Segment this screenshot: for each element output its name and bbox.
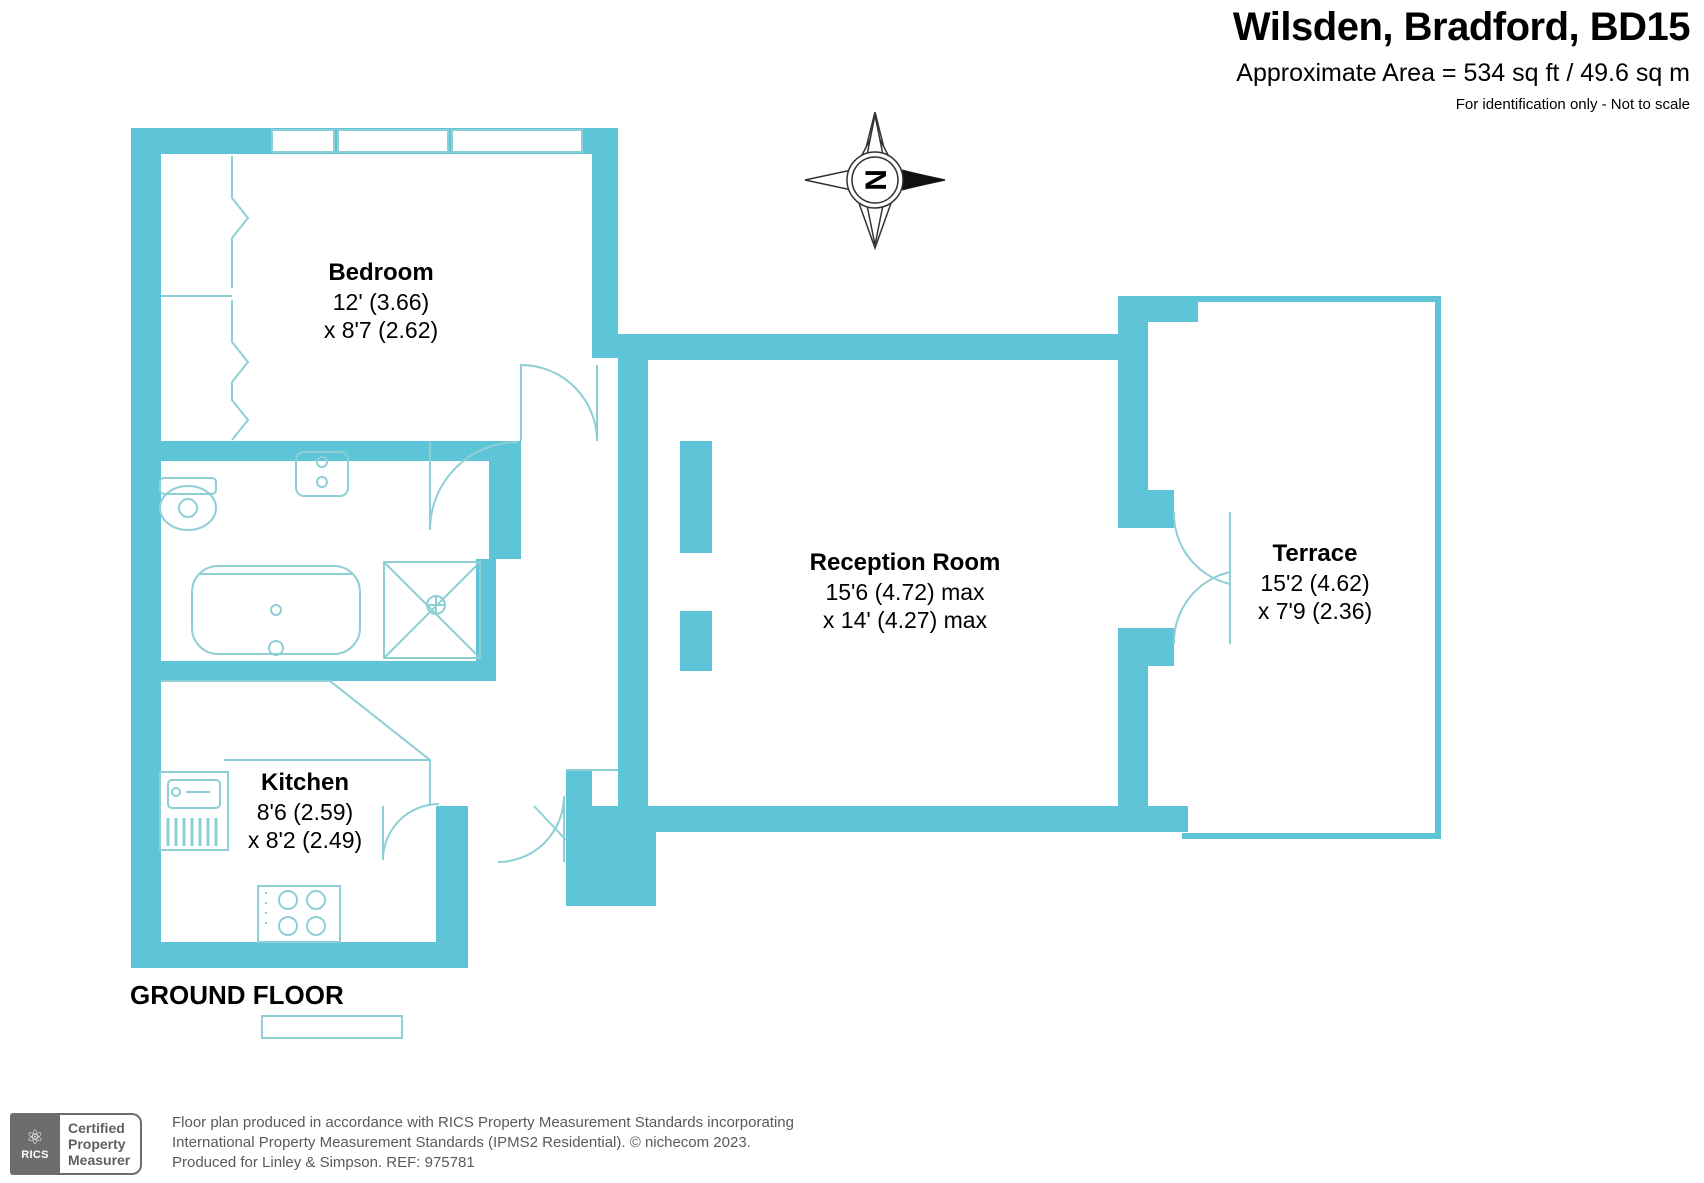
interior-lines <box>161 295 618 806</box>
room-dimension-2: x 7'9 (2.36) <box>1257 598 1373 624</box>
room-dimension-1: 15'2 (4.62) <box>1260 570 1370 596</box>
room-name: Reception Room <box>809 549 1001 576</box>
page-title: Wilsden, Bradford, BD15 <box>1232 5 1691 49</box>
room-label-kitchen: Kitchen 8'6 (2.59) x 8'2 (2.49) <box>180 768 430 854</box>
badge-line-1: Certified <box>68 1120 125 1136</box>
bathroom-fixtures <box>159 451 481 659</box>
compass-rose: N <box>804 111 946 251</box>
room-dimension-2: x 8'2 (2.49) <box>247 827 363 853</box>
rics-lion-glyph: ⚛ <box>26 1126 44 1149</box>
room-dimension-1: 8'6 (2.59) <box>256 799 354 825</box>
disclaimer-line-2: International Property Measurement Stand… <box>172 1134 751 1151</box>
footer: ⚛ RICS Certified Property Measurer Floor… <box>0 1103 1704 1183</box>
header: Wilsden, Bradford, BD15 Approximate Area… <box>1232 0 1691 116</box>
badge-line-3: Measurer <box>68 1152 131 1168</box>
disclaimer-text: Floor plan produced in accordance with R… <box>172 1113 794 1173</box>
room-name: Bedroom <box>328 259 434 286</box>
badge-line-2: Property <box>68 1136 126 1152</box>
wardrobe-doors-icon <box>231 156 250 441</box>
room-label-reception-room: Reception Room 15'6 (4.72) max x 14' (4.… <box>760 548 1050 634</box>
approximate-area: Approximate Area = 534 sq ft / 49.6 sq m <box>1236 59 1690 87</box>
floor-caption: GROUND FLOOR <box>130 980 344 1010</box>
room-dimension-2: x 8'7 (2.62) <box>323 317 439 343</box>
scale-notice: For identification only - Not to scale <box>1455 96 1690 113</box>
rics-badge-text: Certified Property Measurer <box>60 1113 143 1175</box>
room-dimension-1: 15'6 (4.72) max <box>825 579 985 605</box>
disclaimer-line-3: Produced for Linley & Simpson. REF: 9757… <box>172 1154 475 1171</box>
terrace-outline <box>1182 296 1441 839</box>
room-dimension-2: x 14' (4.27) max <box>822 607 988 633</box>
room-label-terrace: Terrace 15'2 (4.62) x 7'9 (2.36) <box>1200 539 1430 625</box>
kitchen-fixtures <box>159 771 341 943</box>
room-label-bedroom: Bedroom 12' (3.66) x 8'7 (2.62) <box>246 258 516 344</box>
door-swings <box>382 363 1231 863</box>
windows <box>261 129 583 1039</box>
disclaimer-line-1: Floor plan produced in accordance with R… <box>172 1114 794 1131</box>
room-name: Kitchen <box>260 769 349 796</box>
rics-wordmark: RICS <box>21 1148 49 1161</box>
room-dimension-1: 12' (3.66) <box>332 289 430 315</box>
rics-logo-icon: ⚛ RICS <box>10 1113 60 1175</box>
room-name: Terrace <box>1272 540 1358 567</box>
rics-certified-badge: ⚛ RICS Certified Property Measurer <box>10 1113 143 1175</box>
compass-north-label: N <box>859 169 892 191</box>
